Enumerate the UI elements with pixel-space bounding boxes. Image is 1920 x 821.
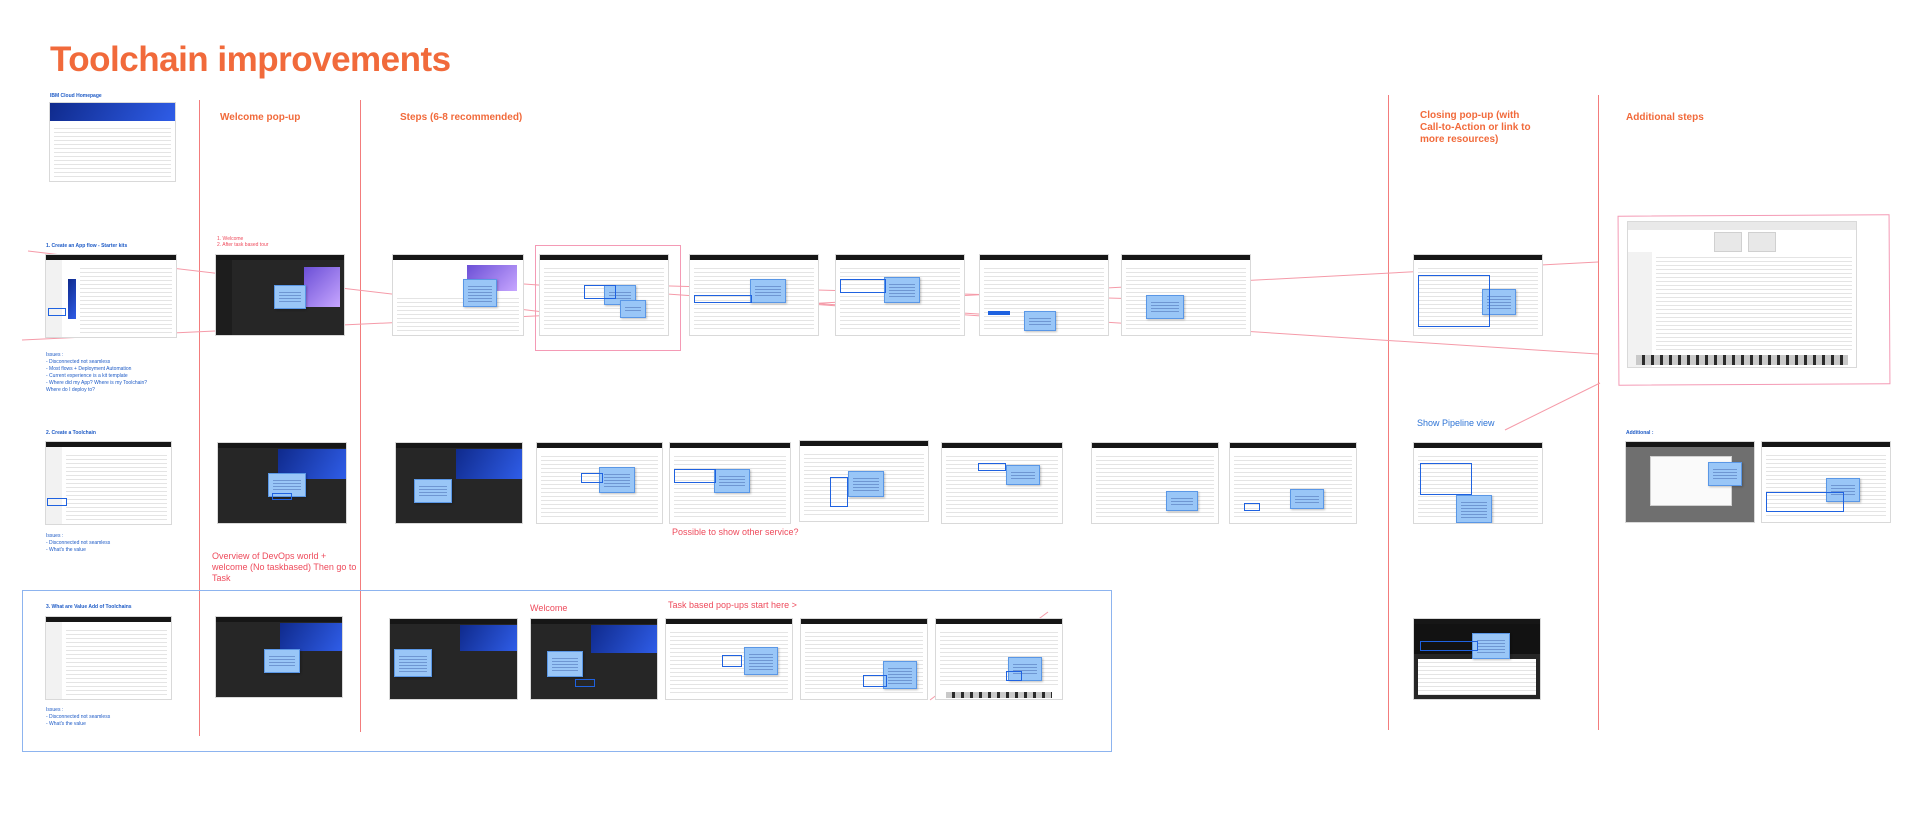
screenshot-thumbnail[interactable] — [46, 255, 176, 337]
screenshot-thumbnail[interactable] — [1230, 443, 1356, 523]
row-label-2: 2. Create a Toolchain — [46, 430, 96, 436]
column-divider — [360, 100, 361, 732]
steps-note-row2: Possible to show other service? — [672, 527, 799, 537]
screenshot-thumbnail[interactable] — [390, 619, 517, 699]
column-header-closing: Closing pop-up (with Call-to-Action or l… — [1420, 110, 1531, 145]
row3-selection-frame[interactable] — [22, 590, 1112, 752]
screenshot-thumbnail[interactable] — [942, 443, 1062, 523]
highlight-frame — [535, 245, 681, 351]
closing-note-row2: Show Pipeline view — [1417, 418, 1495, 428]
screenshot-thumbnail[interactable] — [801, 619, 927, 699]
screenshot-thumbnail[interactable] — [800, 441, 928, 521]
column-header-welcome: Welcome pop-up — [220, 112, 301, 123]
issues-list-row2: Issues : - Disconnected not seamless - W… — [46, 533, 111, 553]
screenshot-thumbnail[interactable] — [1414, 255, 1542, 335]
welcome-notes-row1: 1. Welcome 2. After task based tour — [217, 236, 269, 248]
screenshot-thumbnail[interactable] — [46, 442, 171, 524]
screenshot-thumbnail[interactable] — [1092, 443, 1218, 523]
screenshot-thumbnail[interactable] — [1626, 442, 1754, 522]
issues-list-row3: Issues : - Disconnected not seamless - W… — [46, 707, 111, 727]
column-divider — [1388, 95, 1389, 730]
screenshot-thumbnail[interactable] — [836, 255, 964, 335]
screenshot-thumbnail[interactable] — [1762, 442, 1890, 522]
row-label-1: 1. Create an App flow - Starter kits — [46, 243, 128, 249]
screenshot-thumbnail[interactable] — [980, 255, 1108, 335]
screenshot-thumbnail[interactable] — [537, 443, 662, 523]
task-note-row3: Task based pop-ups start here > — [668, 600, 797, 610]
screenshot-thumbnail[interactable] — [393, 255, 523, 335]
screenshot-thumbnail[interactable] — [670, 443, 790, 523]
screenshot-thumbnail[interactable] — [540, 255, 668, 335]
screenshot-thumbnail[interactable] — [396, 443, 522, 523]
row-label-homepage: IBM Cloud Homepage — [50, 93, 102, 99]
column-divider — [199, 100, 200, 736]
screenshot-thumbnail[interactable] — [666, 619, 792, 699]
screenshot-thumbnail[interactable] — [1628, 222, 1856, 367]
welcome-note-row2: Overview of DevOps world + welcome (No t… — [212, 551, 357, 583]
screenshot-thumbnail[interactable] — [1414, 443, 1542, 523]
screenshot-thumbnail[interactable] — [218, 443, 346, 523]
column-divider — [1598, 95, 1599, 730]
screenshot-thumbnail[interactable] — [216, 255, 344, 335]
screenshot-thumbnail[interactable] — [46, 617, 171, 699]
row-label-3: 3. What are Value Add of Toolchains — [46, 604, 132, 610]
column-header-additional: Additional steps — [1626, 112, 1704, 123]
additional-label: Additional : — [1626, 430, 1654, 436]
screenshot-thumbnail[interactable] — [690, 255, 818, 335]
screenshot-thumbnail[interactable] — [1414, 619, 1540, 699]
screenshot-thumbnail[interactable] — [531, 619, 657, 699]
issues-list-row1: Issues : - Disconnected not seamless - M… — [46, 352, 148, 393]
screenshot-thumbnail[interactable] — [50, 103, 175, 181]
screenshot-thumbnail[interactable] — [216, 617, 342, 697]
screenshot-thumbnail[interactable] — [1122, 255, 1250, 335]
column-header-steps: Steps (6-8 recommended) — [400, 112, 523, 123]
page-title: Toolchain improvements — [50, 40, 451, 79]
welcome-note-row3: Welcome — [530, 603, 568, 613]
screenshot-thumbnail[interactable] — [936, 619, 1062, 699]
